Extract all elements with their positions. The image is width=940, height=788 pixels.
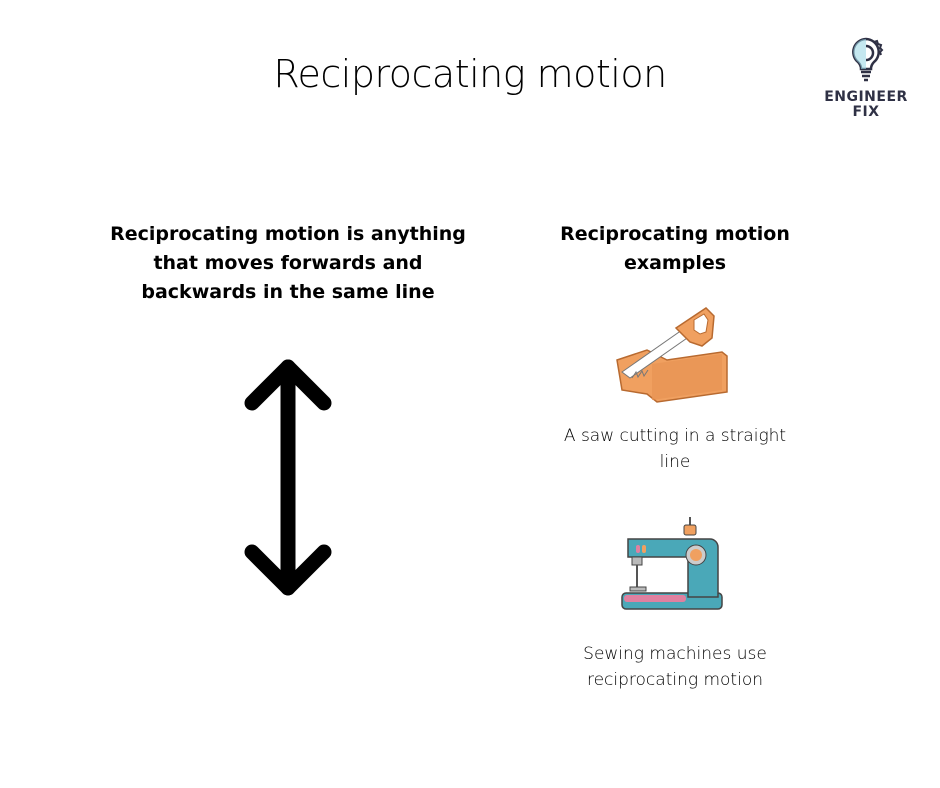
saw-caption: A saw cutting in a straight line: [563, 426, 787, 472]
saw-icon: [616, 307, 728, 403]
sewing-machine-icon: [621, 517, 723, 610]
logo-line1: ENGINEER: [824, 89, 908, 105]
page-title: Reciprocating motion: [273, 52, 667, 96]
double-arrow-vertical-icon: [244, 359, 332, 596]
logo-line2: FIX: [852, 104, 880, 120]
definition-text: Reciprocating motion is anything that mo…: [110, 223, 466, 303]
lightbulb-gear-icon: [852, 37, 884, 82]
sewing-machine-caption: Sewing machines use reciprocating motion: [583, 644, 767, 690]
engineer-fix-logo: ENGINEER FIX: [818, 36, 914, 120]
examples-heading: Reciprocating motion examples: [560, 223, 790, 274]
